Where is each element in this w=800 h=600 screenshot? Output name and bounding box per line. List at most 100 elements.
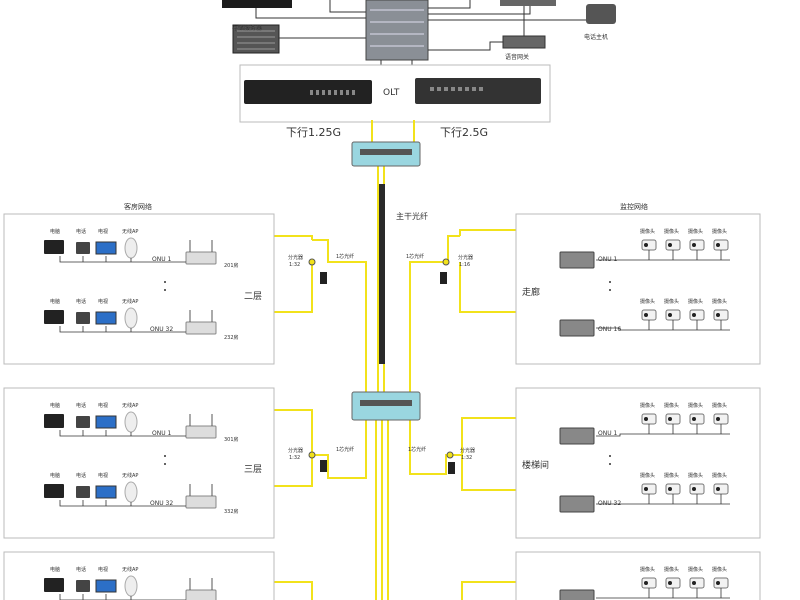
- downlink-1-label: 下行1.25G: [286, 126, 342, 139]
- device-cable: [59, 326, 186, 333]
- stairwell-onu2: ONU 32: [598, 500, 622, 507]
- stairwell-fiber: 1芯光纤: [408, 447, 427, 453]
- tv-icon: [95, 241, 117, 255]
- stairwell-name: 楼梯间: [522, 461, 550, 471]
- voice-gateway-label: 语音网关: [505, 54, 530, 61]
- floor3-splitter: 分光器: [288, 448, 304, 454]
- floor2-onu2: ONU 32: [150, 326, 174, 333]
- phone-icon: [76, 580, 90, 592]
- downlink-2-label: 下行2.5G: [440, 126, 489, 139]
- floor2-splitter: 分光器: [288, 255, 304, 261]
- ellipsis-dot: [164, 463, 166, 465]
- ellipsis-dot: [164, 281, 166, 283]
- olt-right-device: [415, 78, 541, 104]
- guest-network-title: 客房网络: [124, 203, 152, 211]
- corridor-name: 走廊: [522, 288, 541, 298]
- camera-lens-icon: [644, 581, 648, 585]
- monitor-box-stairwell: [515, 387, 761, 539]
- stairwell-splitter: 分光器: [460, 448, 476, 454]
- tv-label: 电视: [98, 567, 109, 573]
- ellipsis-dot: [164, 289, 166, 291]
- corridor-onu2: ONU 16: [598, 326, 622, 333]
- floor2-ratio: 1:32: [289, 262, 301, 268]
- camera-label: 摄像头: [712, 567, 728, 573]
- camera-lens-icon: [692, 581, 696, 585]
- camera-label: 摄像头: [664, 403, 680, 409]
- guest-box-floor2: [3, 213, 275, 365]
- guest-box-floor3: [3, 387, 275, 539]
- corridor-splitter: 分光器: [458, 255, 474, 261]
- monitor-box-bottom: [515, 551, 761, 600]
- phone-label: 电话: [76, 567, 87, 573]
- storage-server-device: [232, 24, 280, 54]
- camera-label: 摄像头: [712, 473, 728, 479]
- camera-label: 摄像头: [640, 229, 656, 235]
- onu-switch-icon: [559, 251, 595, 269]
- corridor-ratio: 1:16: [459, 262, 471, 268]
- onu-switch-icon: [559, 589, 595, 600]
- splitter-floor2: [320, 272, 327, 284]
- ap-label: 无线AP: [122, 473, 139, 479]
- tv-label: 电视: [98, 403, 109, 409]
- monitor-network-title: 监控网络: [620, 203, 648, 211]
- phone-icon: [76, 416, 90, 428]
- pc-label: 电脑: [50, 473, 61, 479]
- floor3-onu2: ONU 32: [150, 500, 174, 507]
- corridor-onu1: ONU 1: [598, 256, 618, 263]
- ap-label: 无线AP: [122, 299, 139, 305]
- phone-host-device: [586, 4, 616, 24]
- camera-label: 摄像头: [640, 473, 656, 479]
- camera-lens-icon: [644, 243, 648, 247]
- pc-label: 电脑: [50, 567, 61, 573]
- ellipsis-dot: [609, 463, 611, 465]
- camera-lens-icon: [644, 487, 648, 491]
- splitter-stairwell: [448, 462, 455, 474]
- phone-label: 电话: [76, 403, 87, 409]
- onu-router-icon: [185, 589, 217, 600]
- wireless-ap-icon: [124, 307, 138, 329]
- camera-lens-icon: [668, 417, 672, 421]
- wireless-ap-icon: [124, 481, 138, 503]
- camera-label: 摄像头: [664, 299, 680, 305]
- pc-icon: [44, 240, 64, 254]
- camera-label: 摄像头: [640, 299, 656, 305]
- camera-lens-icon: [716, 581, 720, 585]
- trunk-fiber-cable: [379, 184, 385, 364]
- onu-switch-icon: [559, 319, 595, 337]
- ellipsis-dot: [164, 455, 166, 457]
- phone-label: 电话: [76, 299, 87, 305]
- tv-label: 电视: [98, 229, 109, 235]
- camera-label: 摄像头: [712, 299, 728, 305]
- camera-lens-icon: [668, 487, 672, 491]
- guest-box-floor4: [3, 551, 275, 600]
- tv-icon: [95, 415, 117, 429]
- camera-label: 摄像头: [688, 299, 704, 305]
- phone-label: 电话: [76, 229, 87, 235]
- trunk-fiber-label: 主干光纤: [396, 212, 428, 221]
- tv-label: 电视: [98, 299, 109, 305]
- ap-label: 无线AP: [122, 567, 139, 573]
- device-cable: [59, 430, 186, 437]
- camera-lens-icon: [692, 313, 696, 317]
- wireless-ap-icon: [124, 575, 138, 597]
- floor3-onu1: ONU 1: [152, 430, 172, 437]
- floor2-name: 二层: [244, 292, 263, 302]
- pc-icon: [44, 414, 64, 428]
- pc-label: 电脑: [50, 299, 61, 305]
- wireless-ap-icon: [124, 237, 138, 259]
- pc-icon: [44, 310, 64, 324]
- device-cable: [596, 433, 730, 437]
- camera-label: 摄像头: [664, 567, 680, 573]
- top-right-device: [500, 0, 556, 6]
- onu-router-icon: [185, 495, 217, 509]
- camera-label: 摄像头: [712, 229, 728, 235]
- pc-label: 电脑: [50, 229, 61, 235]
- ellipsis-dot: [609, 281, 611, 283]
- phone-icon: [76, 486, 90, 498]
- stairwell-ratio: 1:32: [461, 455, 473, 461]
- camera-label: 摄像头: [640, 567, 656, 573]
- floor3-ratio: 1:32: [289, 455, 301, 461]
- device-cable: [59, 594, 186, 600]
- ap-label: 无线AP: [122, 403, 139, 409]
